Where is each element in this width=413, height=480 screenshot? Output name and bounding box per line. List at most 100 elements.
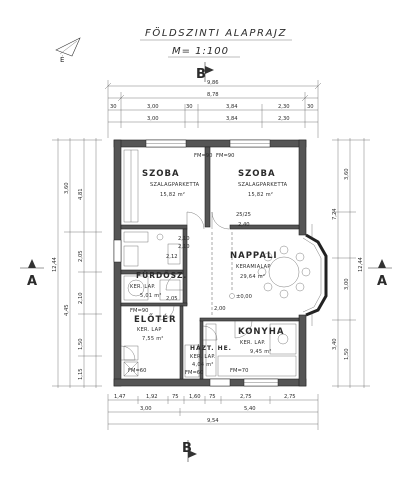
windows	[113, 139, 279, 387]
svg-text:9,54: 9,54	[207, 418, 219, 424]
svg-text:1,50: 1,50	[344, 348, 350, 360]
svg-text:2,10: 2,10	[178, 236, 190, 242]
svg-text:30: 30	[110, 104, 117, 110]
svg-text:É: É	[60, 55, 64, 64]
drawing-title: FÖLDSZINTI ALAPRAJZ	[145, 26, 287, 39]
svg-text:B: B	[182, 441, 192, 456]
section-mark-b-bottom: B	[182, 440, 197, 462]
svg-text:3,40: 3,40	[332, 338, 338, 350]
left-dimension-chains: 12,44 3,60 4,45 4,81 2,05 2,10 1,50 1,15	[52, 138, 102, 388]
svg-text:FM=90: FM=90	[194, 153, 212, 159]
svg-text:FM=70: FM=70	[230, 368, 248, 374]
svg-text:SZOBA: SZOBA	[238, 169, 276, 179]
svg-text:2,40: 2,40	[238, 222, 250, 228]
svg-text:1,92: 1,92	[146, 394, 158, 400]
svg-text:KER. LAP: KER. LAP	[137, 327, 162, 333]
svg-text:15,82 m²: 15,82 m²	[160, 192, 185, 198]
svg-text:3,00: 3,00	[147, 116, 159, 122]
svg-text:NAPPALI: NAPPALI	[230, 251, 278, 261]
svg-text:A: A	[377, 274, 387, 289]
svg-text:4,04 m²: 4,04 m²	[192, 362, 214, 368]
svg-text:SZALAGPARKETTA: SZALAGPARKETTA	[150, 182, 200, 188]
svg-text:4,45: 4,45	[64, 304, 70, 316]
svg-text:2,75: 2,75	[240, 394, 252, 400]
bay-window	[302, 224, 328, 326]
svg-text:75: 75	[172, 394, 179, 400]
room-konyha: KONYHA KER. LAP. 9,45 m²	[238, 327, 284, 355]
room-hazt: HÁZT. HE. KER. LAP. 4,04 m²	[190, 345, 232, 368]
svg-text:15,82 m²: 15,82 m²	[248, 192, 273, 198]
room-furdo: FÜRDŐSZ. KER. LAP. 5,01 m²	[130, 271, 187, 299]
svg-text:30: 30	[307, 104, 314, 110]
svg-text:3,84: 3,84	[226, 116, 238, 122]
svg-text:HÁZT. HE.: HÁZT. HE.	[190, 345, 232, 352]
interior-walls	[120, 146, 300, 380]
svg-text:FM=90: FM=90	[130, 308, 148, 314]
room-szoba-2: SZOBA SZALAGPARKETTA 15,82 m²	[238, 169, 288, 198]
svg-text:KER. LAP.: KER. LAP.	[190, 354, 216, 360]
section-mark-a-left: A	[20, 259, 44, 289]
annotations: FM=90 FM=90 FM=90 FM=60 FM=70 FM=60 2,10…	[128, 153, 252, 376]
svg-text:2,30: 2,30	[278, 116, 290, 122]
dashed-lines	[211, 232, 233, 316]
svg-text:5,01 m²: 5,01 m²	[140, 293, 162, 299]
svg-text:2,10: 2,10	[78, 292, 84, 304]
svg-text:9,86: 9,86	[207, 80, 219, 86]
svg-text:FÜRDŐSZ.: FÜRDŐSZ.	[136, 271, 187, 280]
svg-text:1,60: 1,60	[189, 394, 201, 400]
svg-text:2,05: 2,05	[166, 296, 178, 302]
svg-text:SZALAGPARKETTA: SZALAGPARKETTA	[238, 182, 288, 188]
bottom-dimension-chains: 1,47 1,92 75 1,60 75 2,75 2,75 3,00 5,40…	[107, 394, 319, 430]
svg-text:KER. LAP.: KER. LAP.	[240, 340, 266, 346]
svg-text:30: 30	[186, 104, 193, 110]
svg-text:9,45 m²: 9,45 m²	[250, 349, 272, 355]
svg-text:A: A	[27, 274, 37, 289]
room-nappali: NAPPALI KERAMIALAP 29,64 m²	[230, 251, 278, 280]
svg-text:3,00: 3,00	[147, 104, 159, 110]
svg-text:2,10: 2,10	[178, 244, 190, 250]
section-mark-b-top: B	[196, 62, 214, 82]
room-szoba-1: SZOBA SZALAGPARKETTA 15,82 m²	[142, 169, 200, 198]
svg-text:FM=60: FM=60	[185, 370, 203, 376]
svg-text:2,75: 2,75	[284, 394, 296, 400]
svg-text:2,30: 2,30	[278, 104, 290, 110]
svg-text:7,24: 7,24	[332, 208, 338, 220]
svg-text:1,50: 1,50	[78, 338, 84, 350]
svg-text:KONYHA: KONYHA	[238, 327, 284, 337]
svg-text:3,60: 3,60	[344, 168, 350, 180]
right-dimension-chains: 12,44 3,60 3,00 7,24 3,40 1,50	[332, 138, 370, 388]
svg-text:2,12: 2,12	[166, 254, 178, 260]
svg-text:KERAMIALAP: KERAMIALAP	[236, 264, 271, 270]
drawing-scale: M= 1:100	[172, 46, 229, 57]
svg-text:ELŐTÉR: ELŐTÉR	[134, 313, 177, 325]
svg-text:29,64 m²: 29,64 m²	[240, 274, 265, 280]
svg-text:3,60: 3,60	[64, 182, 70, 194]
svg-text:FM=60: FM=60	[128, 368, 146, 374]
top-dimension-chains: 9,86 8,78 30 3,00 30 3,84 2,30 30 3,00 3…	[104, 80, 322, 138]
svg-text:25/25: 25/25	[236, 212, 251, 218]
svg-text:KER. LAP.: KER. LAP.	[130, 284, 156, 290]
fixtures	[123, 149, 297, 378]
svg-text:5,40: 5,40	[244, 406, 256, 412]
svg-text:B: B	[196, 67, 206, 82]
svg-text:4,81: 4,81	[78, 188, 84, 200]
svg-text:3,84: 3,84	[226, 104, 238, 110]
svg-text:2,05: 2,05	[78, 250, 84, 262]
svg-text:FM=90: FM=90	[216, 153, 234, 159]
svg-text:SZOBA: SZOBA	[142, 169, 180, 179]
section-mark-a-right: A	[368, 259, 392, 289]
svg-text:1,47: 1,47	[114, 394, 126, 400]
svg-text:3,00: 3,00	[140, 406, 152, 412]
svg-text:2,00: 2,00	[214, 306, 226, 312]
svg-text:12,44: 12,44	[358, 256, 364, 272]
room-eloter: ELŐTÉR KER. LAP 7,55 m²	[134, 313, 177, 342]
north-arrow-icon: É	[55, 37, 81, 64]
dining-table	[257, 245, 311, 299]
svg-text:8,78: 8,78	[207, 92, 219, 98]
svg-text:12,44: 12,44	[52, 256, 58, 272]
svg-text:75: 75	[209, 394, 216, 400]
svg-text:±0,00: ±0,00	[236, 294, 252, 300]
svg-text:3,00: 3,00	[344, 278, 350, 290]
svg-text:7,55 m²: 7,55 m²	[142, 336, 164, 342]
